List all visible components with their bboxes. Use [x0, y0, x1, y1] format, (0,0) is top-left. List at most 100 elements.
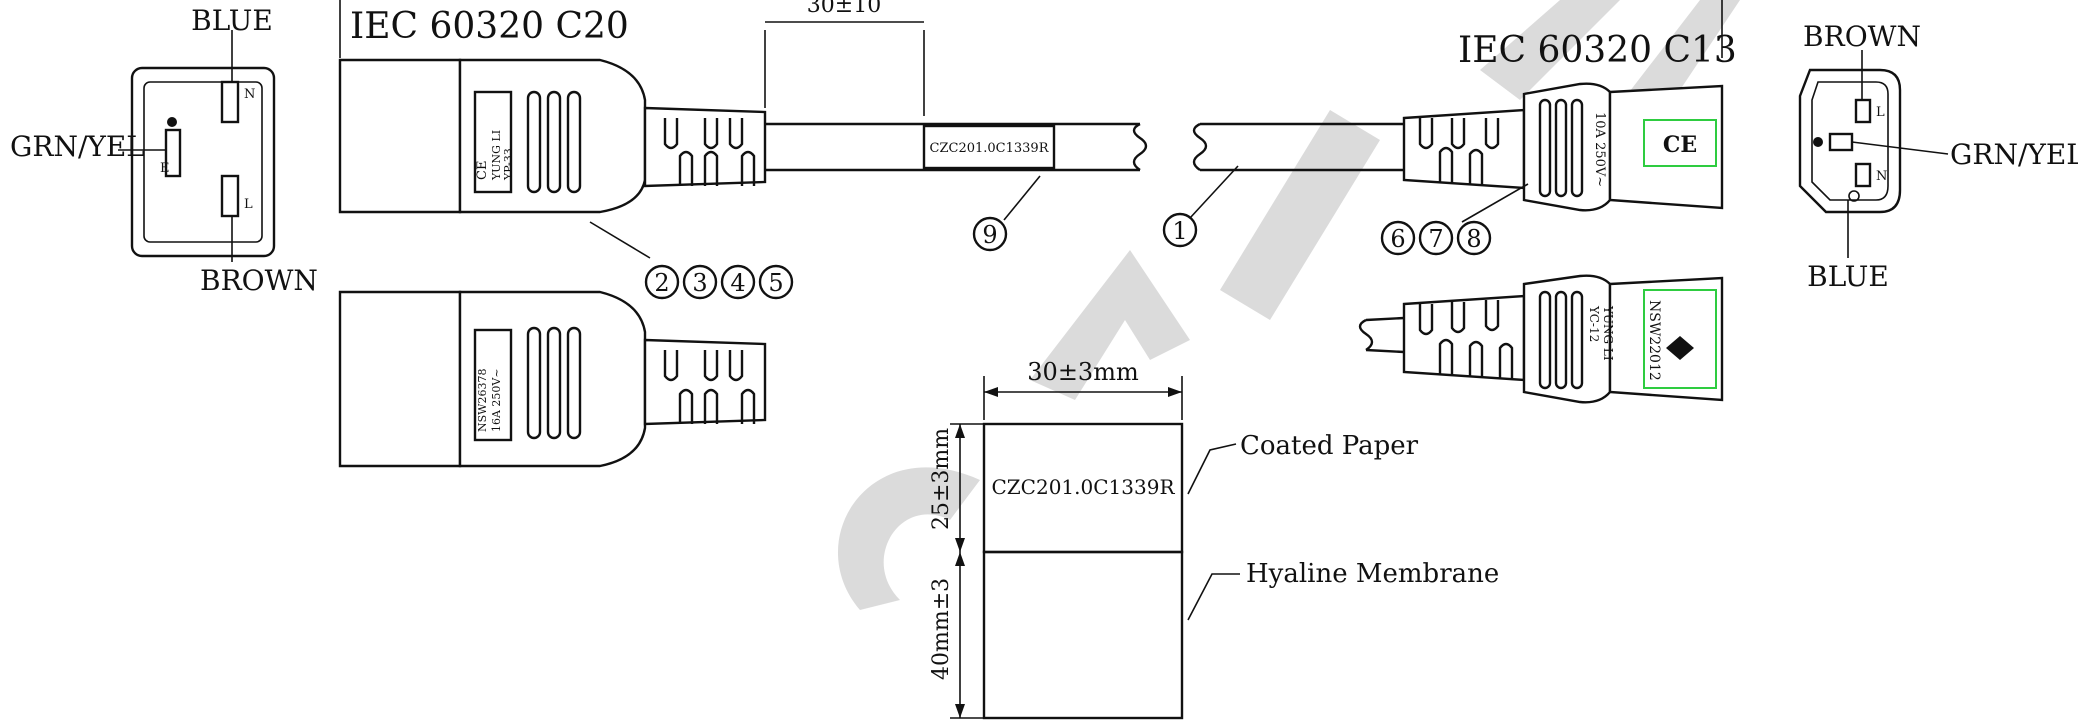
- c20-title: IEC 60320 C20: [350, 6, 629, 47]
- c13-top-body: [1608, 84, 1724, 210]
- c13-bottom-cable-bottom: [1365, 348, 1405, 354]
- callout-9-circle: [972, 216, 1008, 252]
- cable-label-sleeve: [922, 124, 1056, 170]
- c20-bottom-rating: 16A 250V~: [490, 368, 503, 432]
- certification-mark-icon: [1666, 336, 1694, 360]
- c13-bottom-cert-box: [1643, 289, 1717, 389]
- c13-face-inner: [1811, 81, 1889, 201]
- c20-top-grip-1: [526, 90, 542, 194]
- callout-1: 1: [1172, 217, 1187, 245]
- c20-bottom-connector: NSW26378 16A 250V~: [338, 290, 767, 468]
- c13-bottom-brand: YUNG LI: [1601, 305, 1615, 361]
- c13-top-grip-1: [1538, 98, 1552, 198]
- c13-bottom-relief-ribs-upper: [1418, 300, 1500, 336]
- right-wire-label-blue: BLUE: [1807, 260, 1889, 293]
- c20-top-grip-3: [566, 90, 582, 194]
- cable-break-left: [1132, 122, 1148, 171]
- right-wire-label-grn-yel: GRN/YEL: [1950, 138, 2078, 171]
- hyaline-membrane-note: Hyaline Membrane: [1246, 559, 1499, 589]
- callout-group-left: 2 3 4 5: [644, 264, 794, 300]
- callout-9: 9: [982, 221, 997, 249]
- c20-top-brand: YUNG LI: [490, 130, 503, 181]
- ground-symbol-icon: [1813, 137, 1823, 147]
- c20-pin-n: [220, 80, 240, 124]
- c20-top-label-plate: [473, 90, 513, 194]
- c13-top-ce-mark: CE: [1663, 132, 1697, 158]
- c13-bottom-cable-stub: [1358, 318, 1374, 351]
- callout-2: 2: [654, 269, 669, 297]
- c20-pin-l: [220, 174, 240, 218]
- callout-4-circle: [720, 264, 756, 300]
- leader-coated-paper: [1187, 443, 1237, 495]
- watermark-letter-c: [837, 467, 980, 610]
- c20-top-relief-ribs-upper: [663, 118, 744, 150]
- callout-2-circle: [644, 264, 680, 300]
- callout-5: 5: [768, 269, 783, 297]
- c20-face-view: N E L BLUE GRN/YEL BROWN: [10, 4, 318, 297]
- c20-top-model: YP-33: [502, 148, 515, 181]
- c13-pin-n-mark: N: [1876, 169, 1887, 184]
- c13-bottom-grip-1: [1538, 290, 1552, 390]
- c13-bottom-model: YC-12: [1587, 305, 1601, 342]
- callout-5-circle: [758, 264, 794, 300]
- cable-right-segment: 1: [1162, 122, 1404, 248]
- label-hyaline-membrane-area: [982, 550, 1184, 720]
- leader-callouts-2-5: [589, 221, 651, 259]
- c13-title: IEC 60320 C13: [1458, 30, 1737, 71]
- c13-top-relief-ribs-lower: [1438, 146, 1484, 184]
- label-detail: 30±3mm CZC201.0C1339R 25±3mm 40mm±3 Coat…: [929, 358, 1499, 720]
- c20-top-ce-mark: CE: [475, 161, 490, 180]
- right-wire-label-brown: BROWN: [1803, 20, 1921, 53]
- dim-width-text: 30±3mm: [1027, 358, 1139, 386]
- c20-bottom-cert: NSW26378: [476, 369, 489, 432]
- c20-bottom-label-plate: [473, 328, 513, 442]
- c20-bottom-grip-2: [546, 326, 562, 440]
- c20-bottom-relief-ribs-upper: [663, 350, 744, 382]
- c13-bottom-connector: YUNG LI YC-12 NSW22012: [1358, 274, 1724, 404]
- left-wire-label-brown: BROWN: [200, 264, 318, 297]
- ground-symbol-icon: [167, 117, 177, 127]
- callout-6-circle: [1380, 220, 1416, 256]
- watermark: [837, 0, 1740, 610]
- leader-callout-9: [1003, 175, 1041, 221]
- c13-bottom-grip-3: [1570, 290, 1584, 390]
- c20-pin-e-mark: E: [160, 161, 170, 176]
- c13-top-relief-ribs-upper: [1418, 118, 1500, 150]
- cable-break-right: [1192, 122, 1208, 171]
- watermark-letter-l: [1480, 0, 1620, 100]
- c13-face-screw: [1848, 190, 1860, 202]
- c13-top-connector: CE 10A 250V~: [1402, 82, 1724, 223]
- dim-coated-height: 25±3mm: [929, 428, 954, 530]
- c13-top-ce-box: [1643, 119, 1717, 167]
- callout-4: 4: [730, 269, 745, 297]
- c20-top-grip-2: [546, 90, 562, 194]
- c20-bottom-grip-3: [566, 326, 582, 440]
- c20-bottom-strain-relief: [643, 338, 767, 426]
- c13-pin-l: [1854, 98, 1872, 124]
- c20-bottom-relief-ribs-lower: [678, 388, 756, 424]
- callout-group-right: 6 7 8: [1380, 220, 1492, 256]
- c20-pin-e: [164, 128, 182, 178]
- callout-3-circle: [682, 264, 718, 300]
- dim-offset-text: 30±10: [807, 0, 881, 18]
- callout-7: 7: [1428, 225, 1443, 253]
- c13-pin-l-mark: L: [1876, 105, 1885, 120]
- leader-right-grn: [1851, 141, 1949, 155]
- c13-bottom-body: [1608, 276, 1724, 402]
- coated-paper-note: Coated Paper: [1240, 431, 1419, 461]
- c20-bottom-grip-1: [526, 326, 542, 440]
- c20-pin-l-mark: L: [244, 197, 253, 212]
- c20-top-body-front: [338, 58, 462, 214]
- watermark-letter-a: [1030, 250, 1190, 400]
- c20-top-strain-relief: [643, 106, 767, 188]
- cable-left-segment: CZC201.0C1339R: [765, 122, 1148, 221]
- c13-pin-e: [1828, 132, 1854, 152]
- c20-face-inner: [143, 81, 263, 243]
- c13-bottom-cert: NSW22012: [1646, 300, 1662, 381]
- callout-6: 6: [1390, 225, 1405, 253]
- callout-1-circle: [1162, 212, 1198, 248]
- leader-callouts-6-8: [1461, 183, 1529, 223]
- callout-7-circle: [1418, 220, 1454, 256]
- c20-top-connector: CE YUNG LI YP-33: [338, 58, 767, 259]
